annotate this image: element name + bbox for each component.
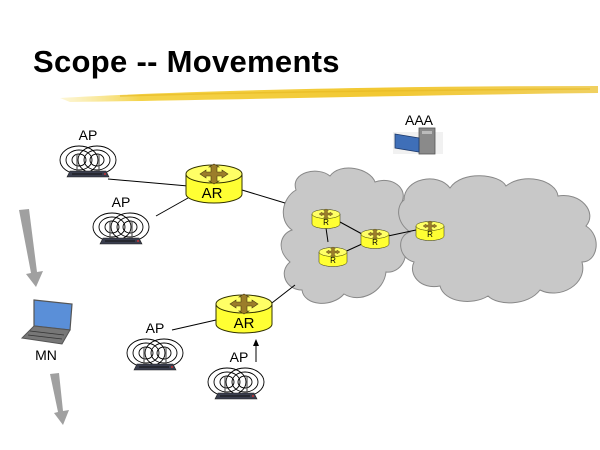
r-label: R [330,256,336,265]
access-point-2: AP [92,194,150,245]
wireless-ap-icon [126,338,184,371]
network-cloud-left [280,167,411,304]
aaa-label: AAA [405,112,434,128]
link-r2-r4 [387,229,417,237]
aaa-server: AAA [393,112,443,155]
slide-title: Scope -- Movements [33,44,340,79]
monitor-icon [394,133,420,153]
link-r1-r2 [339,221,363,235]
ap-label: AP [112,194,131,210]
access-router-2: AR [215,293,273,334]
ap-label: AP [230,349,249,365]
ap-label: AP [146,320,165,336]
link-r1-r3 [325,227,329,243]
arrow-ap4-ar2 [253,339,259,362]
r-label: R [427,230,433,239]
link-ar1-cloud [241,189,286,204]
movement-arrow-bottom [50,373,69,425]
link-ar2-cloud [267,284,296,307]
link-ap1-ar1 [107,178,189,187]
link-ap3-ar2 [171,319,217,331]
mn-label: MN [35,347,57,363]
wireless-ap-icon [59,145,117,178]
core-router-1: R [311,208,341,229]
network-cloud-right [398,175,597,304]
r-label: R [372,238,378,247]
ap-label: AP [79,127,98,143]
ar-label: AR [234,315,255,332]
ar-label: AR [202,185,223,202]
core-router-3: R [318,246,348,267]
access-point-3: AP [126,320,184,371]
access-router-1: AR [185,163,243,204]
access-point-1: AP [59,127,117,178]
laptop-icon [20,299,73,345]
wireless-ap-icon [92,212,150,245]
r-label: R [323,218,329,227]
core-router-2: R [360,228,390,249]
movement-arrow-top [19,209,43,287]
wireless-ap-icon [207,367,265,400]
core-router-4: R [415,220,445,241]
link-ap2-ar1 [155,197,189,217]
access-point-4: AP [207,349,265,400]
mobile-node: MN [20,299,73,363]
links [107,178,417,331]
title-underline [60,86,598,102]
